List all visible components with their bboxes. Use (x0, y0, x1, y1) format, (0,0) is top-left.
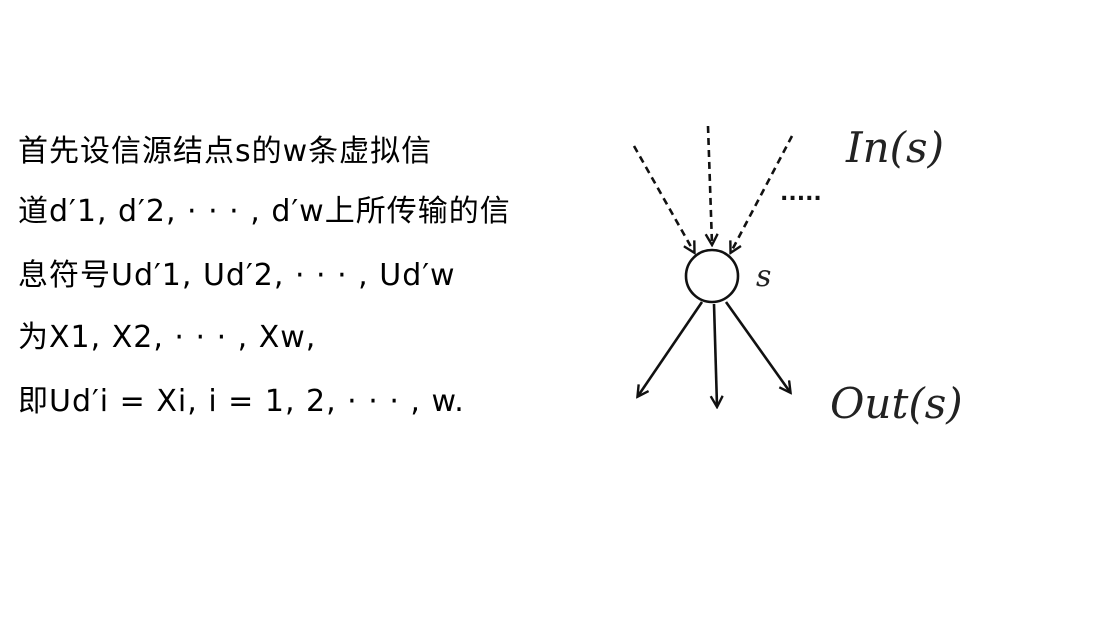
node-label: s (756, 259, 771, 294)
incoming-edge-right (731, 135, 794, 252)
line5-text: 即Ud′i = Xi, i = 1, 2, · · · , w. (18, 384, 465, 419)
paragraph-line-4: 为X1, X2, · · · , Xw, (18, 312, 316, 362)
source-node-circle (684, 248, 740, 304)
in-set-label: In(s) (845, 123, 944, 172)
incoming-edge-middle (708, 125, 712, 244)
paragraph-line-3: 息符号Ud′1, Ud′2, · · · , Ud′w (18, 250, 456, 300)
outgoing-edge-right (724, 301, 790, 392)
network-node-diagram: ..... s In(s) Out(s) (632, 123, 963, 428)
incoming-edge-left (632, 145, 694, 252)
paragraph-line-1: 首先设信源结点s的w条虚拟信 (18, 126, 432, 176)
outgoing-edge-middle (714, 303, 717, 406)
line1-text: 首先设信源结点s的w条虚拟信 (18, 134, 433, 169)
outgoing-edge-left (638, 301, 704, 396)
line2-text: 道d′1, d′2, · · · , d′w上所传输的信 (18, 194, 511, 229)
line3-text: 息符号Ud′1, Ud′2, · · · , Ud′w (18, 258, 456, 293)
more-edges-dots: ..... (780, 181, 822, 206)
line4-text: 为X1, X2, · · · , Xw, (18, 320, 317, 355)
paragraph-line-2: 道d′1, d′2, · · · , d′w上所传输的信 (18, 186, 511, 236)
out-set-label: Out(s) (830, 379, 963, 428)
paragraph-line-5: 即Ud′i = Xi, i = 1, 2, · · · , w. (18, 376, 465, 426)
